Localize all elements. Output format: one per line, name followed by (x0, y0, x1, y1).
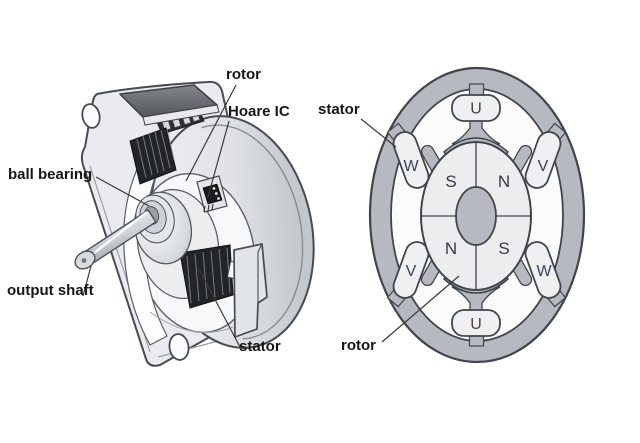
label-stator-right: stator (318, 101, 360, 118)
coil-letter-u-bottom: U (470, 316, 482, 333)
pole-letter-n-lower-left: N (445, 239, 457, 258)
leader-rotor-left (185, 84, 237, 182)
coil-letter-u-top: U (470, 101, 482, 118)
leader-rotor-right (381, 275, 460, 343)
coil-u-bottom (451, 309, 501, 337)
pole-letter-n-upper-right: N (498, 172, 510, 191)
coil-u-top (451, 94, 501, 122)
motor-cutaway-illustration (74, 80, 315, 367)
flange-hole-top (81, 103, 101, 129)
coil-v-lower-left (392, 241, 430, 299)
leader-ball-bearing (95, 176, 150, 207)
leader-stator-left (198, 268, 242, 350)
pole-letter-s-lower-right: S (498, 239, 509, 258)
coil-w-upper-left (392, 131, 430, 189)
coil-letter-v-upper-right: V (538, 158, 549, 175)
label-output-shaft: output shaft (7, 282, 94, 299)
flange-top-slab (119, 84, 220, 126)
stator-coils (392, 94, 562, 337)
label-ball-bearing: ball bearing (8, 166, 93, 183)
label-rotor-left: rotor (226, 66, 261, 83)
output-shaft-graphic (74, 209, 157, 270)
label-hall-ic: Hoare IC (228, 103, 290, 120)
coil-letter-v-lower-left: V (406, 263, 417, 280)
coil-letter-w-lower-right: W (536, 263, 552, 280)
coil-w-lower-right (524, 241, 562, 299)
label-rotor-right: rotor (341, 337, 376, 354)
coil-letter-w-upper-left: W (403, 158, 419, 175)
stator-windings-upper (129, 127, 177, 185)
leader-hall-ic (207, 120, 230, 198)
coil-v-upper-right (524, 131, 562, 189)
rotor-shaft-center (455, 186, 497, 246)
leader-output-shaft (82, 265, 92, 297)
pole-letter-s-upper-left: S (445, 172, 456, 191)
flange-hole-bottom (168, 333, 190, 361)
leader-lines (82, 84, 460, 350)
motor-cross-section-schematic: U U W V V W S N N S (368, 66, 586, 364)
label-stator-left: stator (239, 338, 281, 355)
hall-ic-graphic (196, 175, 228, 213)
leader-stator-right (360, 118, 397, 148)
